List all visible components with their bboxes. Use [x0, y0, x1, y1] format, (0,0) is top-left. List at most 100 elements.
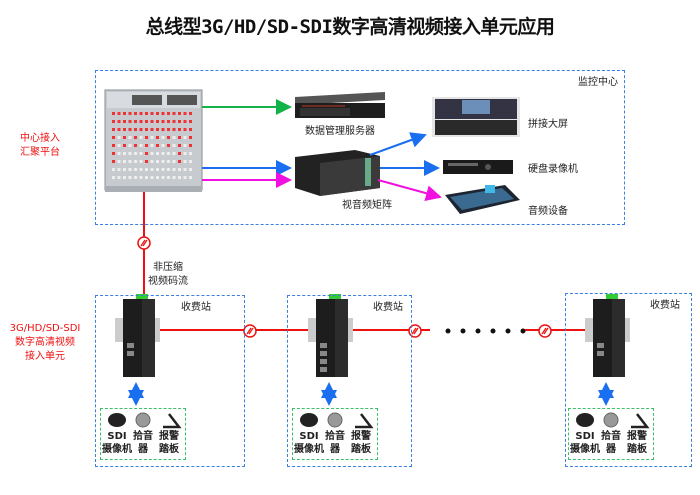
rack-port: [145, 176, 148, 179]
field-device-label: 报警踏板: [627, 431, 647, 455]
rack-port: [128, 128, 132, 131]
rack-port: [161, 152, 165, 155]
monitor-center-label: 监控中心: [578, 77, 618, 88]
rack-port: [189, 120, 192, 123]
field-device-label: 报警踏板: [351, 431, 371, 455]
rack-port: [156, 168, 159, 171]
rack-port: [178, 112, 181, 115]
matrix-label: 视音频矩阵: [342, 200, 392, 211]
rack-port: [128, 136, 132, 139]
rack-port: [189, 176, 192, 179]
rack-port: [145, 160, 148, 163]
rack-port: [150, 168, 154, 171]
rack-port: [183, 136, 187, 139]
rack-port: [156, 160, 159, 163]
sound-pickup-icon: [327, 412, 343, 428]
rack-port: [139, 120, 143, 123]
sdi-access-unit: [576, 294, 650, 429]
rack-port: [178, 176, 181, 179]
rack-port: [189, 128, 192, 131]
video-wall-label: 拼接大屏: [528, 119, 568, 130]
rack-port: [156, 120, 159, 123]
field-devices-group: [292, 408, 378, 460]
sound-pickup-icon: [603, 412, 619, 428]
rack-port: [123, 168, 126, 171]
rack-port: [128, 120, 132, 123]
data-server: [295, 92, 385, 118]
rack-port: [167, 176, 170, 179]
rack-port: [178, 160, 181, 163]
rack-port: [178, 168, 181, 171]
rack-port: [183, 152, 187, 155]
fiber-link-icon: [408, 324, 422, 338]
monitor-center-frame: [95, 70, 625, 225]
diagram-title: 总线型3G/HD/SD-SDI数字高清视频接入单元应用: [145, 16, 555, 38]
rack-port: [134, 168, 137, 171]
rack-port: [178, 152, 181, 155]
rack-port: [189, 152, 192, 155]
rack-port: [156, 128, 159, 131]
station-frame: [287, 295, 412, 467]
rack-port: [161, 144, 165, 147]
rack-port: [172, 168, 176, 171]
rack-port: [178, 144, 181, 147]
field-device-label: 拾音器: [325, 431, 345, 455]
rack-port: [156, 136, 159, 139]
rack-port: [123, 176, 126, 179]
rack-port: [172, 136, 176, 139]
rack-port: [172, 112, 176, 115]
rack-port: [123, 152, 126, 155]
audio-label: 音频设备: [528, 206, 568, 217]
rack-port: [189, 136, 192, 139]
rack-port: [117, 136, 121, 139]
rack-port: [167, 168, 170, 171]
rack-port: [134, 136, 137, 139]
rack-port: [117, 144, 121, 147]
rack-port: [112, 128, 115, 131]
rack-port: [150, 136, 154, 139]
rack-port: [167, 144, 170, 147]
rack-port: [178, 128, 181, 131]
rack-port: [128, 168, 132, 171]
rack-port: [189, 168, 192, 171]
rack-port: [134, 144, 137, 147]
rack-port: [123, 128, 126, 131]
rack-port: [112, 136, 115, 139]
rack-port: [128, 152, 132, 155]
rack-port: [139, 160, 143, 163]
alarm-pedal-icon: [163, 413, 182, 429]
rack-port: [123, 144, 126, 147]
stream-label: 非压缩 视频码流: [148, 262, 188, 287]
rack-port: [172, 152, 176, 155]
rack-port: [145, 120, 148, 123]
rack-port: [123, 112, 126, 115]
rack-port: [139, 144, 143, 147]
rack-port: [117, 176, 121, 179]
av-matrix: [295, 150, 380, 196]
station-label: 收费站: [181, 302, 211, 313]
rack-port: [112, 112, 115, 115]
rack-port: [178, 136, 181, 139]
rack-port: [123, 120, 126, 123]
rack-port: [183, 120, 187, 123]
dvr: [443, 160, 513, 174]
rack-port: [161, 168, 165, 171]
rack-port: [117, 160, 121, 163]
rack-port: [112, 160, 115, 163]
rack-port: [139, 168, 143, 171]
video-wall: [432, 97, 520, 137]
rack-port: [172, 160, 176, 163]
rack-port: [117, 168, 121, 171]
fiber-link-icon: [243, 324, 257, 338]
server-label: 数据管理服务器: [305, 126, 375, 137]
rack-port: [150, 112, 154, 115]
rack-port: [117, 120, 121, 123]
station-frame: [95, 295, 245, 467]
rack-port: [134, 120, 137, 123]
rack-port: [117, 112, 121, 115]
rack-port: [123, 136, 126, 139]
rack-port: [139, 176, 143, 179]
